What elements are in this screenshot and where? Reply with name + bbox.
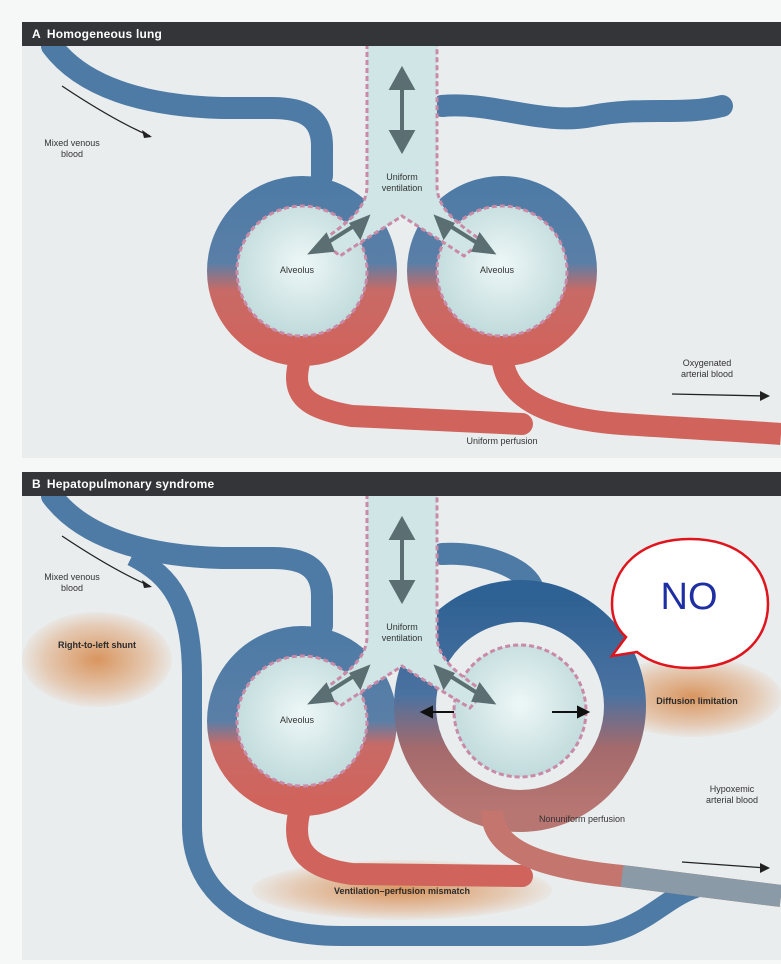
no-annotation-text: NO — [624, 576, 754, 619]
hypoxemic-outflow — [622, 876, 781, 896]
hypoxemic-arterial-label: Hypoxemic arterial blood — [702, 784, 762, 806]
panel-a-title: Homogeneous lung — [47, 27, 162, 41]
panel-a-mixed-venous-label: Mixed venous blood — [42, 138, 102, 160]
panel-a: A Homogeneous lung — [22, 22, 781, 458]
panel-b-letter: B — [32, 477, 41, 491]
panel-a-illustration — [22, 46, 781, 458]
va-mismatch-label: Ventilation–perfusion mismatch — [272, 886, 532, 897]
nonuniform-perfusion-label: Nonuniform perfusion — [522, 814, 642, 825]
panel-a-oxygenated-arterial-label: Oxygenated arterial blood — [672, 358, 742, 380]
diffusion-limitation-label: Diffusion limitation — [622, 696, 772, 707]
panel-a-header: A Homogeneous lung — [22, 22, 781, 46]
panel-b-title: Hepatopulmonary syndrome — [47, 477, 215, 491]
outflow-arrow — [682, 862, 767, 868]
panel-a-alveolus-left-label: Alveolus — [267, 265, 327, 276]
panel-a-alveolus-right-label: Alveolus — [467, 265, 527, 276]
right-to-left-shunt-label: Right-to-left shunt — [57, 640, 137, 651]
panel-a-letter: A — [32, 27, 41, 41]
panel-b-uniform-ventilation-label: Uniform ventilation — [367, 622, 437, 644]
panel-b-header: B Hepatopulmonary syndrome — [22, 472, 781, 496]
panel-b-alveolus-left-label: Alveolus — [267, 715, 327, 726]
outflow-arrow — [672, 394, 767, 396]
panel-a-uniform-ventilation-label: Uniform ventilation — [367, 172, 437, 194]
vein-top-right — [442, 105, 722, 118]
panel-b: B Hepatopulmonary syndrome — [22, 472, 781, 960]
panel-b-mixed-venous-label: Mixed venous blood — [42, 572, 102, 594]
panel-a-uniform-perfusion-label: Uniform perfusion — [452, 436, 552, 447]
